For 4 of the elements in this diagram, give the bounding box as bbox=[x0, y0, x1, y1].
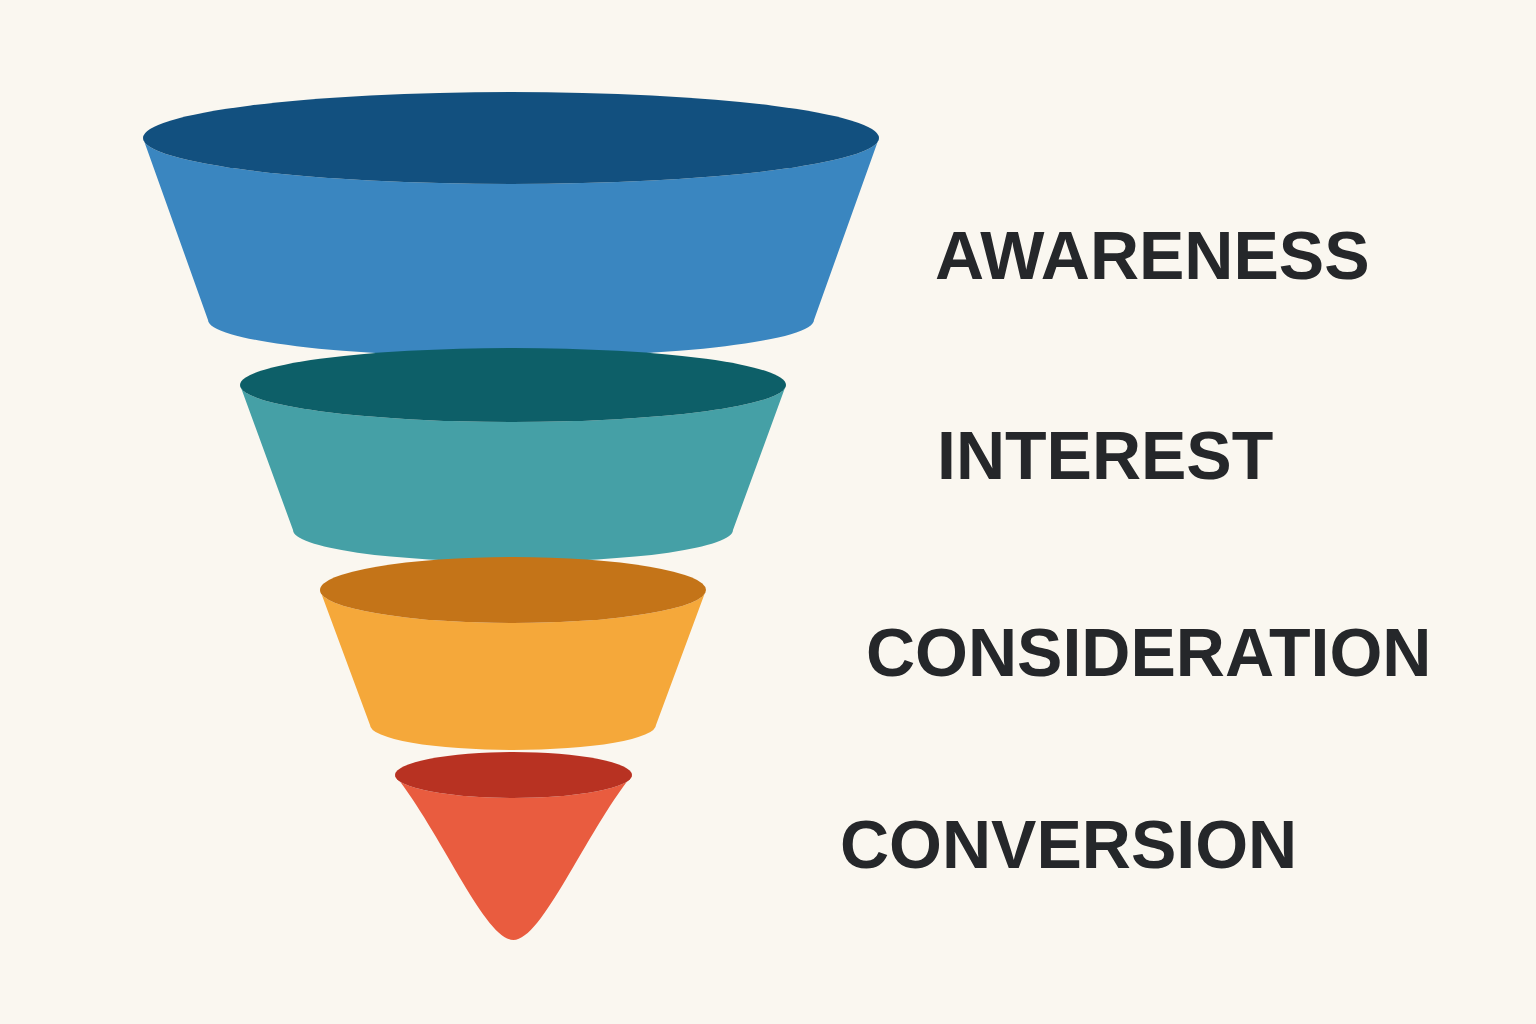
stage-label: INTEREST bbox=[937, 421, 1274, 489]
stage-label: AWARENESS bbox=[935, 221, 1370, 289]
stage-label: CONSIDERATION bbox=[866, 618, 1432, 686]
stage-label: CONVERSION bbox=[840, 810, 1298, 878]
